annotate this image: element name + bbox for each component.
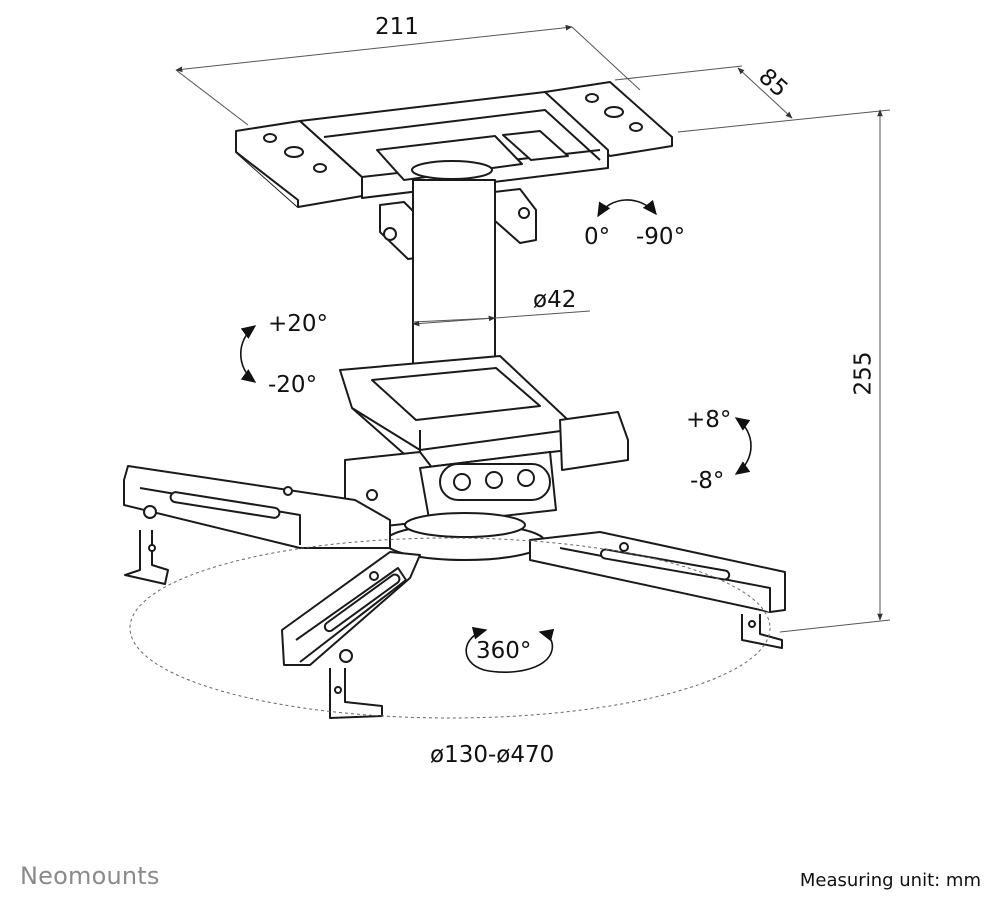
tilt-head [339, 355, 629, 561]
width-label: 211 [375, 14, 419, 40]
swivel-end-label: -90° [636, 224, 686, 250]
roll-down-label: -8° [690, 468, 725, 494]
tube-diameter-label: ø42 [533, 287, 577, 313]
arm-rear-left [123, 465, 391, 585]
tilt-up-label: +20° [268, 311, 329, 337]
measuring-unit: Measuring unit: mm [799, 870, 981, 891]
roll-arrow [734, 417, 752, 475]
width-dimension [175, 24, 641, 126]
depth-dimension [614, 65, 891, 133]
rotation-arrow [465, 626, 555, 673]
height-dimension [779, 109, 891, 633]
height-label: 255 [850, 351, 877, 396]
rotation-label: 360° [476, 638, 532, 664]
arm-range-label: ø130-ø470 [430, 742, 555, 768]
swivel-start-label: 0° [584, 224, 611, 250]
arm-range-ellipse [129, 537, 771, 719]
tilt-arrow [240, 325, 257, 383]
arm-front-left [281, 551, 421, 719]
tube-diameter-dimension [412, 310, 591, 327]
ceiling-plate [235, 81, 673, 208]
roll-up-label: +8° [686, 407, 732, 433]
arm-front-right [529, 531, 786, 649]
swivel-arrow [597, 199, 657, 218]
brand-logo: Neomounts [20, 862, 160, 890]
tilt-down-label: -20° [268, 372, 318, 398]
